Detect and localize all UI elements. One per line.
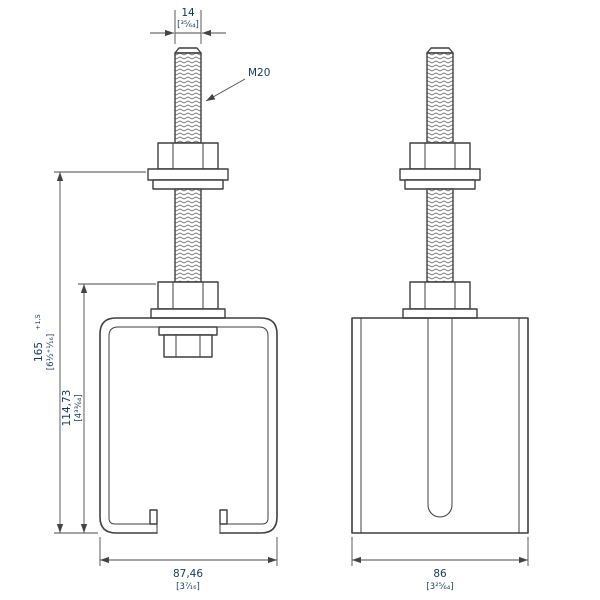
washer	[399, 168, 481, 181]
hex-nut-inner	[163, 334, 213, 358]
dim-overall-height-tolerance: +1,5	[34, 314, 42, 330]
extension-lines-thread-width	[174, 10, 202, 44]
thread-spec-leader	[205, 78, 246, 102]
thread-spec-label: M20	[248, 67, 270, 79]
rod-through-body	[427, 318, 453, 518]
side-view	[351, 47, 529, 534]
washer	[150, 308, 226, 319]
hex-nut	[157, 142, 219, 170]
threaded-rod-upper	[174, 52, 202, 144]
hex-nut	[409, 281, 471, 310]
dim-bracket-width-mm: 87,46	[173, 568, 203, 580]
threaded-rod-lower	[174, 188, 202, 283]
dim-bracket-width-inch: [3⁷⁄₁₆]	[176, 582, 200, 592]
bracket-lip-faces	[156, 524, 221, 533]
extension-lines-overall-height	[54, 171, 146, 534]
dimensions: 14 [³⁵⁄₆₄] M20 165 +1,5 [6¹⁄₂⁺¹⁄₁₆] 114,…	[33, 7, 529, 592]
dim-bracket-height-mm: 114,73	[61, 390, 73, 427]
bracket-lip-hook	[149, 509, 158, 525]
rod-top-chamfer	[426, 47, 454, 54]
washer	[158, 326, 218, 336]
hex-nut-facets	[172, 143, 204, 169]
threaded-rod-upper	[426, 52, 454, 144]
dim-overall-height-mm: 165	[33, 342, 45, 362]
washer	[404, 179, 476, 190]
threaded-rod-lower	[426, 188, 454, 283]
dim-body-width-mm: 86	[433, 568, 447, 580]
washer	[402, 308, 478, 319]
extension-lines-bracket-width	[99, 537, 278, 566]
hex-nut-facets	[424, 143, 456, 169]
dim-bracket-height-inch: [4³³⁄₆₄]	[74, 394, 84, 421]
washer	[152, 179, 224, 190]
hex-nut	[409, 142, 471, 170]
body-wall-lines	[360, 318, 520, 533]
dim-body-width-inch: [3²⁵⁄₆₄]	[426, 582, 453, 592]
bracket-body-side	[351, 317, 529, 534]
bracket-outer-contour	[99, 317, 278, 534]
extension-lines-body-width	[351, 537, 529, 566]
dim-thread-width-inch: [³⁵⁄₆₄]	[177, 20, 199, 30]
hex-nut-facets	[424, 282, 456, 309]
rod-top-chamfer	[174, 47, 202, 54]
front-view	[99, 47, 278, 534]
hex-nut-facets	[172, 282, 204, 309]
hex-nut-facets	[175, 335, 201, 357]
hex-nut	[157, 281, 219, 310]
washer	[147, 168, 229, 181]
dim-overall-height-inch: [6¹⁄₂⁺¹⁄₁₆]	[46, 334, 56, 370]
dim-thread-width-mm: 14	[181, 7, 195, 19]
bracket-lip-hook	[219, 509, 228, 525]
